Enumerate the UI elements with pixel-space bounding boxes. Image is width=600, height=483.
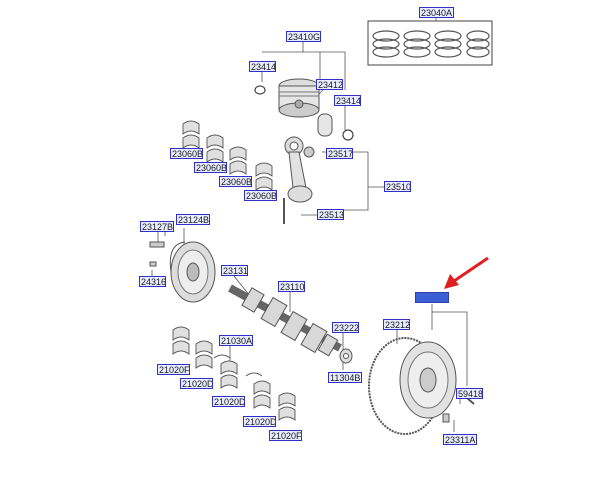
part-label-23414-b[interactable]: 23414 <box>334 95 361 106</box>
piston-pin-icon <box>317 113 333 137</box>
crankshaft-icon <box>228 284 342 357</box>
key-icon <box>149 261 157 267</box>
part-label-21020f-b[interactable]: 21020F <box>269 430 302 441</box>
part-label-23060b-a[interactable]: 23060B <box>170 148 203 159</box>
part-label-23212[interactable]: 23212 <box>383 319 410 330</box>
part-label-11304b[interactable]: 11304B <box>328 372 362 383</box>
bearing-shells-icon <box>182 120 273 191</box>
snap-ring-icon <box>342 129 354 141</box>
flywheel-icon <box>368 337 457 435</box>
part-label-21030a[interactable]: 21030A <box>219 335 253 346</box>
part-label-23060b-c[interactable]: 23060B <box>219 176 252 187</box>
part-label-23510[interactable]: 23510 <box>384 181 411 192</box>
part-label-21020d-a[interactable]: 21020D <box>180 378 213 389</box>
part-label-23513[interactable]: 23513 <box>317 209 344 220</box>
part-label-23517[interactable]: 23517 <box>326 148 353 159</box>
part-label-23410g[interactable]: 23410G <box>286 31 321 42</box>
connecting-rod-icon <box>283 136 315 224</box>
snap-ring-icon <box>254 85 266 95</box>
part-label-23222[interactable]: 23222 <box>332 322 359 333</box>
part-label-23131[interactable]: 23131 <box>221 265 248 276</box>
part-label-23311a[interactable]: 23311A <box>443 434 477 445</box>
part-label-23414-a[interactable]: 23414 <box>249 61 276 72</box>
pulley-bolt-icon <box>149 241 165 248</box>
part-label-23200b-selected[interactable]: 23200B <box>415 292 449 303</box>
crank-pulley-icon <box>169 241 216 303</box>
part-label-24316[interactable]: 24316 <box>139 276 166 287</box>
part-label-23124b[interactable]: 23124B <box>176 214 210 225</box>
oil-seal-icon <box>339 348 353 364</box>
part-label-21020f-a[interactable]: 21020F <box>157 364 190 375</box>
piston-icon <box>278 78 320 118</box>
part-label-21020d-b[interactable]: 21020D <box>212 396 245 407</box>
thrust-washer-icon <box>213 354 263 377</box>
part-label-23127b[interactable]: 23127B <box>140 221 174 232</box>
piston-ring-set-icon <box>367 20 493 66</box>
main-bearing-shells-icon <box>172 326 296 421</box>
part-label-23110[interactable]: 23110 <box>278 281 305 292</box>
part-label-23060b-d[interactable]: 23060B <box>244 190 277 201</box>
flywheel-bolt-icon <box>442 413 450 423</box>
pointer-arrow-icon <box>444 256 489 289</box>
part-label-23040a[interactable]: 23040A <box>419 7 454 18</box>
part-label-59418[interactable]: 59418 <box>456 388 483 399</box>
part-label-23412[interactable]: 23412 <box>316 79 343 90</box>
part-label-23060b-b[interactable]: 23060B <box>194 162 227 173</box>
part-label-21020d-c[interactable]: 21020D <box>243 416 276 427</box>
